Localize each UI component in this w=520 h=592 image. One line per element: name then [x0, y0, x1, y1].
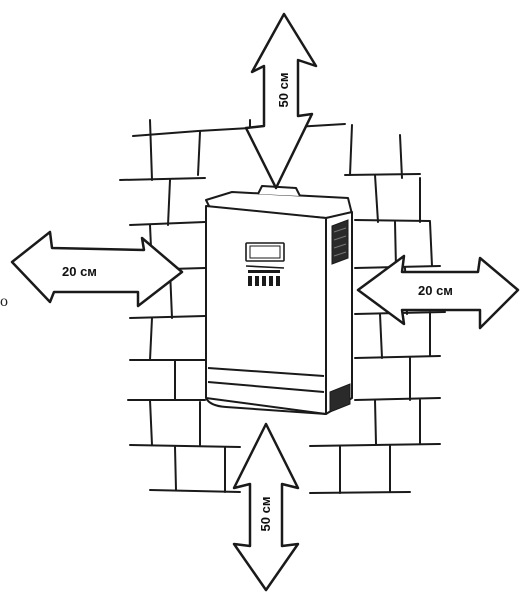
right-clearance-arrow [356, 254, 520, 330]
brick-wall [119, 119, 446, 494]
stray-character: o [0, 293, 8, 310]
bottom-clearance-label: 50 см [258, 497, 273, 532]
display-panel [245, 242, 285, 286]
right-clearance-label: 20 см [418, 283, 453, 298]
top-clearance-label: 50 см [276, 73, 291, 108]
vent-lower [329, 383, 351, 413]
top-clearance-arrow [244, 12, 318, 190]
left-clearance-arrow [10, 230, 184, 308]
status-leds [245, 265, 285, 269]
control-buttons [248, 270, 280, 286]
inverter-bottom [205, 397, 327, 415]
front-bottom-band [207, 367, 325, 393]
lcd-screen [245, 242, 285, 262]
inverter-unit [205, 185, 353, 415]
bottom-clearance-arrow [232, 422, 300, 592]
vent-upper [331, 219, 349, 265]
mounting-bracket [257, 185, 301, 197]
left-clearance-label: 20 см [62, 264, 97, 279]
side-vents [329, 219, 351, 413]
lcd-inner [249, 245, 281, 259]
